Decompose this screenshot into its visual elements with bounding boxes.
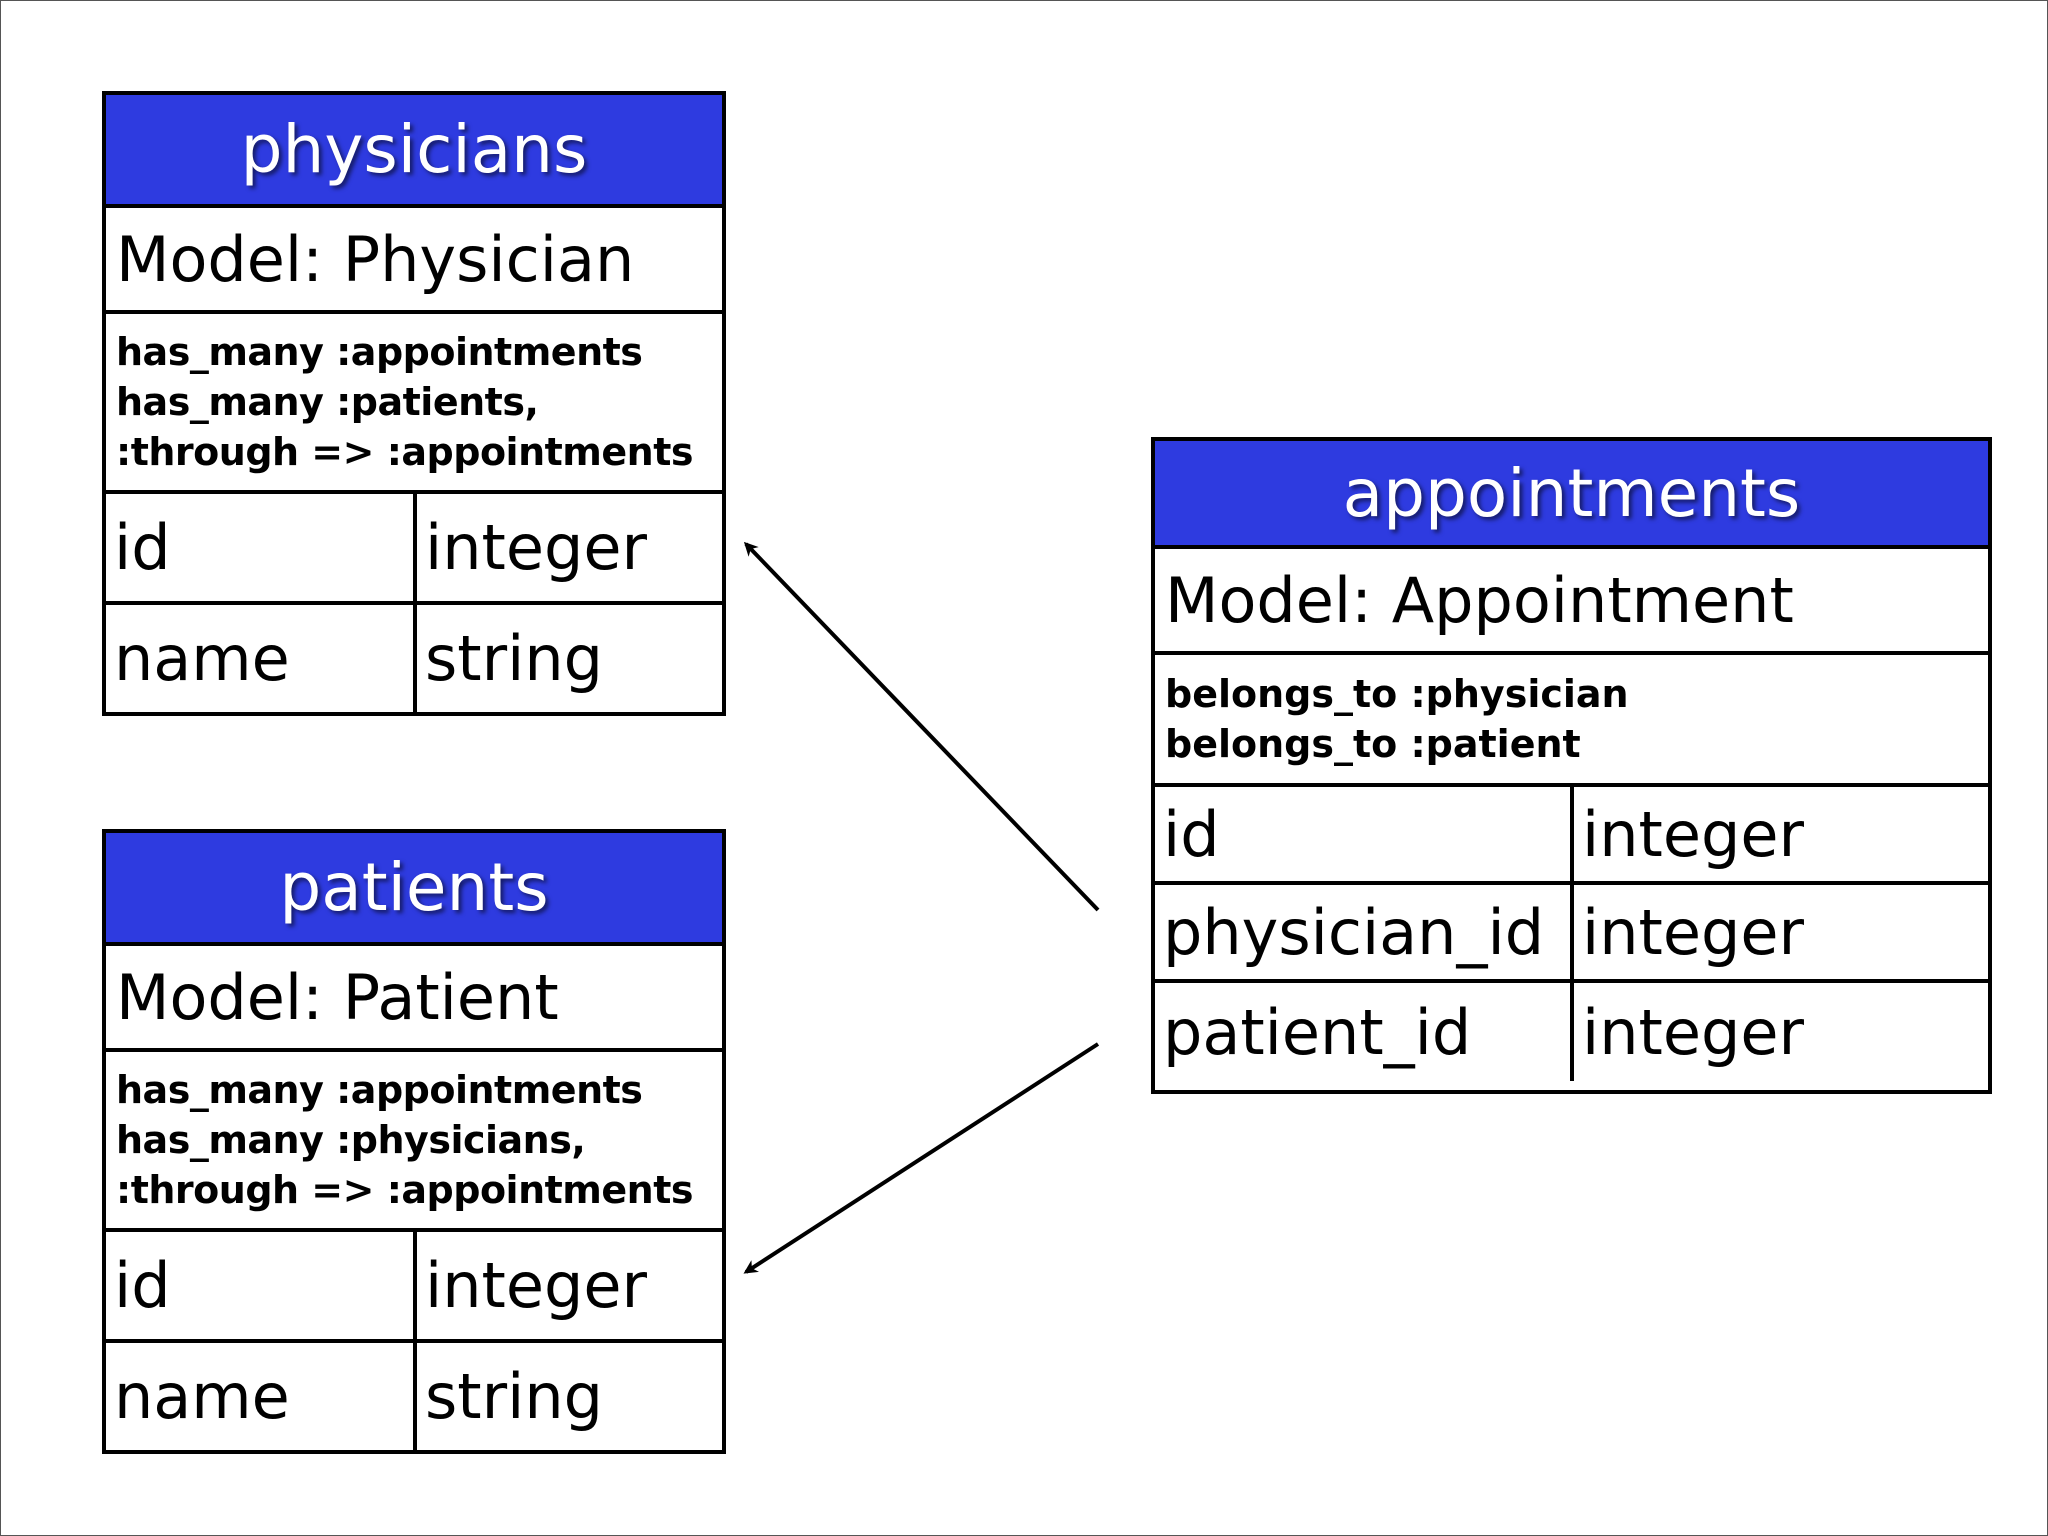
- table-row: id integer: [106, 494, 722, 605]
- column-type: string: [425, 622, 603, 695]
- column-name: name: [106, 605, 417, 712]
- associations-appointments: belongs_to :physician belongs_to :patien…: [1155, 655, 1988, 787]
- column-name: id: [1155, 787, 1574, 881]
- table-row: id integer: [106, 1232, 722, 1343]
- association-line: belongs_to :patient: [1165, 722, 1581, 766]
- association-line: has_many :appointments: [116, 330, 643, 374]
- table-row: physician_id integer: [1155, 885, 1988, 983]
- column-name: patient_id: [1155, 983, 1574, 1081]
- table-row: patient_id integer: [1155, 983, 1988, 1081]
- column-type: integer: [1582, 895, 1804, 969]
- association-line: has_many :appointments: [116, 1068, 643, 1112]
- table-title-physicians: physicians: [106, 95, 722, 208]
- model-label-physicians: Model: Physician: [106, 208, 722, 314]
- physicians-table: physicians Model: Physician has_many :ap…: [102, 91, 726, 716]
- table-title-patients: patients: [106, 833, 722, 946]
- column-type: integer: [425, 511, 647, 584]
- model-label-appointments: Model: Appointment: [1155, 549, 1988, 655]
- patients-table: patients Model: Patient has_many :appoin…: [102, 829, 726, 1454]
- column-name: id: [106, 1232, 417, 1339]
- association-line: :through => :appointments: [116, 1168, 694, 1212]
- table-title-appointments: appointments: [1155, 441, 1988, 549]
- column-name: name: [106, 1343, 417, 1450]
- associations-physicians: has_many :appointments has_many :patient…: [106, 314, 722, 494]
- association-line: has_many :patients,: [116, 380, 539, 424]
- column-type: integer: [1582, 797, 1804, 871]
- column-name: id: [106, 494, 417, 601]
- association-line: has_many :physicians,: [116, 1118, 586, 1162]
- column-type: integer: [1582, 995, 1804, 1069]
- column-type: string: [425, 1360, 603, 1433]
- table-row: name string: [106, 1343, 722, 1450]
- associations-patients: has_many :appointments has_many :physici…: [106, 1052, 722, 1232]
- column-type: integer: [425, 1249, 647, 1322]
- table-row: id integer: [1155, 787, 1988, 885]
- appointments-table: appointments Model: Appointment belongs_…: [1151, 437, 1992, 1094]
- table-row: name string: [106, 605, 722, 712]
- association-line: belongs_to :physician: [1165, 672, 1629, 716]
- model-label-patients: Model: Patient: [106, 946, 722, 1052]
- association-line: :through => :appointments: [116, 430, 694, 474]
- column-name: physician_id: [1155, 885, 1574, 979]
